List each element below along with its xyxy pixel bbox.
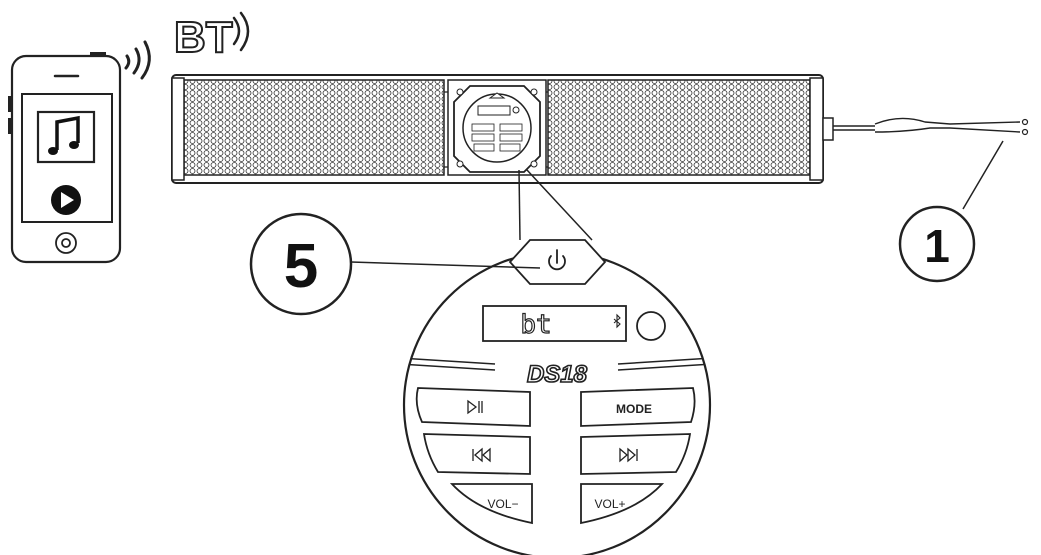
callout-1: 1 [898, 140, 1004, 283]
play-icon[interactable] [51, 185, 81, 215]
play-pause-button[interactable] [415, 387, 531, 427]
previous-track-icon [472, 447, 491, 463]
right-speaker-grille [547, 79, 811, 176]
volume-down-button[interactable]: VOL− [449, 483, 533, 525]
mini-control-panel [447, 79, 547, 176]
previous-track-button[interactable] [422, 433, 531, 475]
svg-text:MODE: MODE [616, 402, 652, 416]
volume-up-button[interactable]: VOL+ [580, 483, 665, 525]
wireless-signal-icon [124, 40, 151, 80]
ir-sensor [636, 311, 666, 341]
next-track-button[interactable] [580, 433, 692, 475]
bt-logo: BT [173, 11, 250, 63]
svg-text:BT: BT [174, 13, 233, 62]
bluetooth-icon [613, 313, 621, 329]
svg-text:DS18: DS18 [527, 361, 588, 388]
power-icon [548, 249, 566, 271]
svg-text:VOL+: VOL+ [594, 497, 625, 511]
home-button-icon[interactable] [55, 232, 77, 254]
power-cable [822, 117, 1029, 141]
music-note-icon [48, 115, 80, 155]
next-track-icon [619, 447, 638, 463]
callout-number: 1 [924, 220, 950, 272]
svg-text:VOL−: VOL− [487, 497, 518, 511]
soundbar [171, 74, 1029, 184]
callout-5: 5 [249, 212, 541, 316]
lcd-display: bt [482, 305, 627, 342]
play-pause-icon [467, 399, 483, 415]
smartphone [8, 52, 122, 264]
control-knob-zoom: bt DS18 MODE [402, 239, 712, 555]
callout-number: 5 [284, 232, 318, 301]
mode-button[interactable]: MODE [580, 387, 696, 427]
brand-logo: DS18 [526, 360, 588, 389]
zoom-lines [518, 169, 593, 241]
display-text: bt [520, 310, 551, 340]
power-button[interactable] [508, 239, 607, 285]
left-speaker-grille [183, 79, 445, 176]
